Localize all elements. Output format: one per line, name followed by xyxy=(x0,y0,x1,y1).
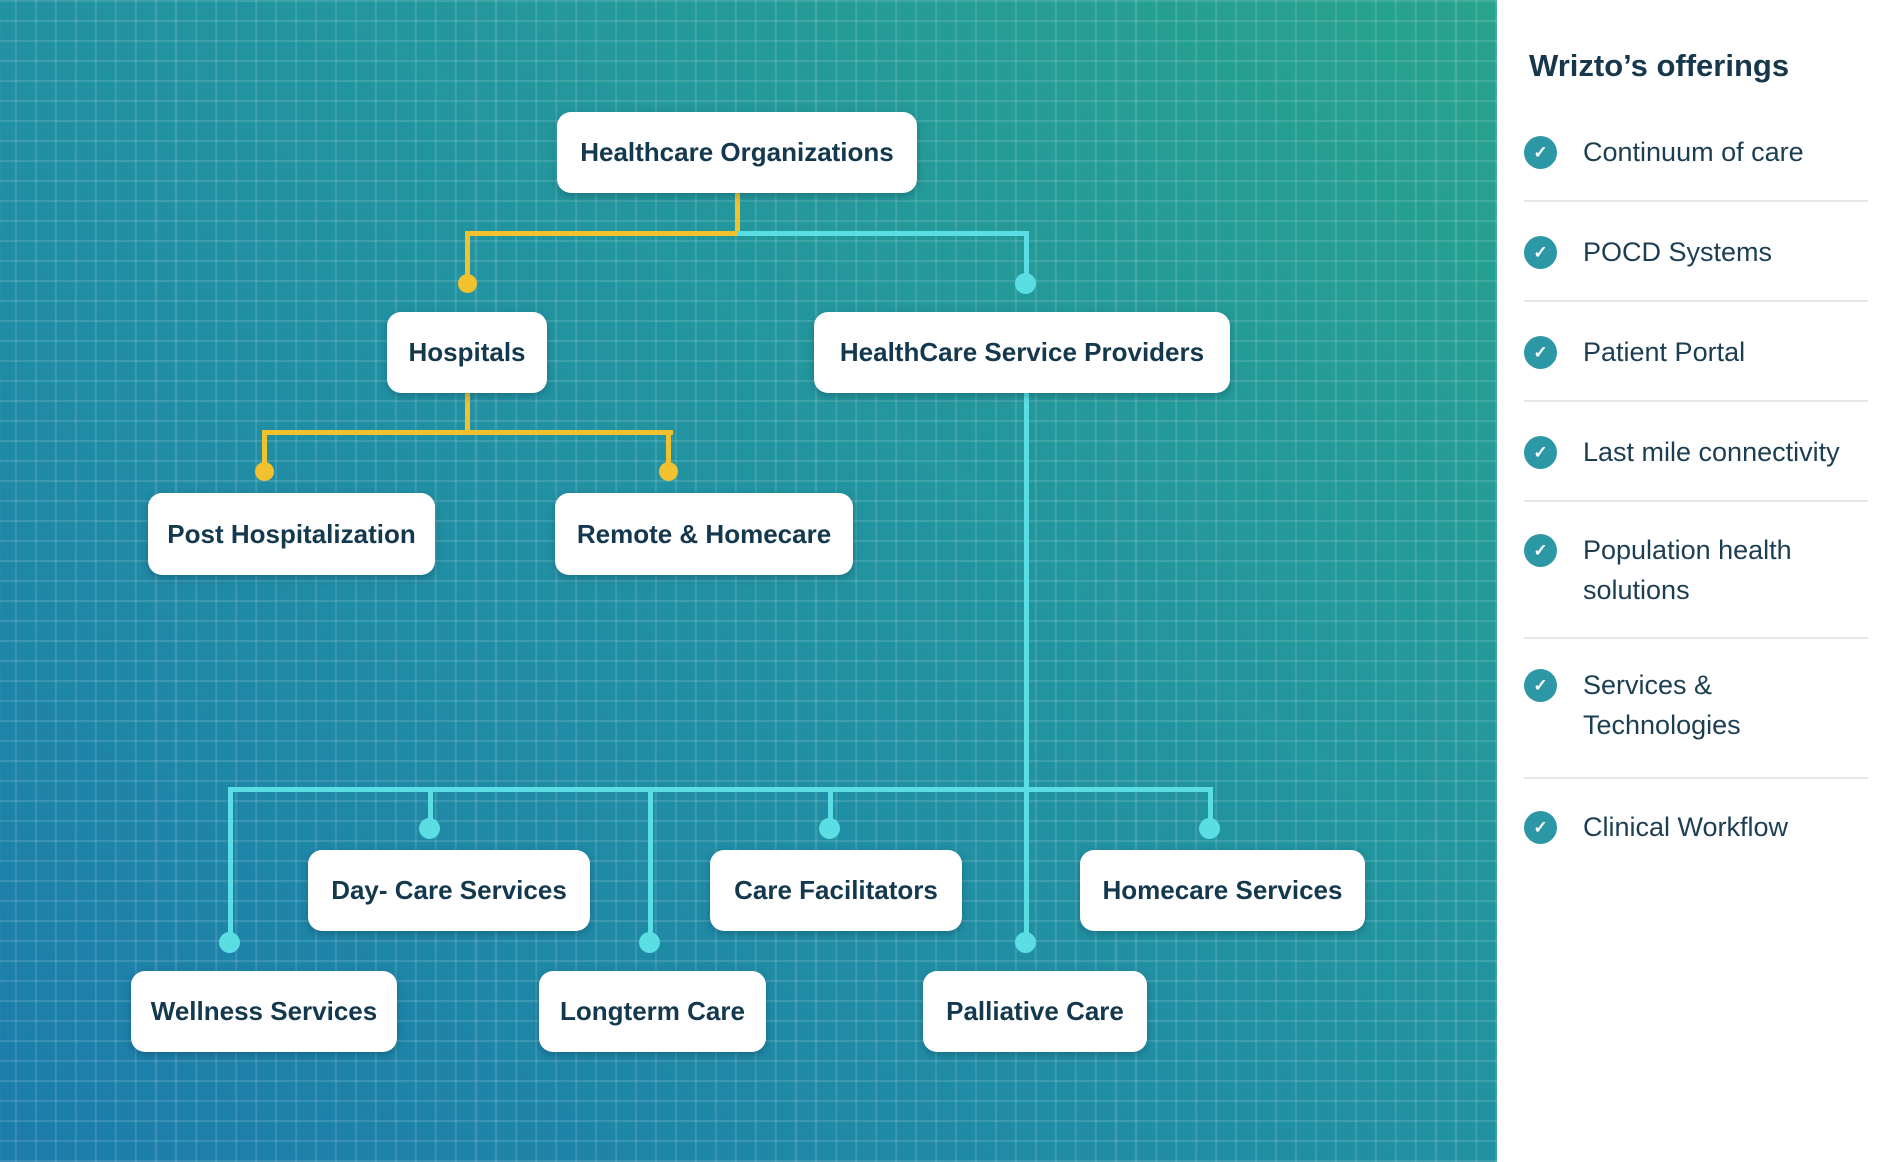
node-homecare-services: Homecare Services xyxy=(1080,850,1365,931)
node-remote-homecare: Remote & Homecare xyxy=(555,493,853,575)
sidebar-divider xyxy=(1524,200,1868,202)
providers-branch-dot xyxy=(1015,273,1036,294)
connector-longterm-drop xyxy=(648,787,653,937)
connector-providers-drop xyxy=(1024,231,1029,278)
node-hospitals: Hospitals xyxy=(387,312,547,393)
node-post-hospitalization: Post Hospitalization xyxy=(148,493,435,575)
node-longterm-care: Longterm Care xyxy=(539,971,766,1052)
offering-item-clinical-workflow: ✓ Clinical Workflow xyxy=(1524,807,1869,847)
offering-label: Continuum of care xyxy=(1583,137,1804,167)
palliative-care-dot xyxy=(1015,932,1036,953)
offering-label: Clinical Workflow xyxy=(1583,812,1789,842)
sidebar-title: Wrizto’s offerings xyxy=(1529,48,1790,83)
offering-label: Patient Portal xyxy=(1583,337,1746,367)
care-facilitators-dot xyxy=(819,818,840,839)
offering-item-population-health-solutions: ✓ Population health solutions xyxy=(1524,530,1869,610)
offering-item-patient-portal: ✓ Patient Portal xyxy=(1524,332,1869,372)
org-chart-canvas: Healthcare Organizations Hospitals Healt… xyxy=(0,0,1497,1162)
connector-root-to-providers xyxy=(737,231,1029,236)
sidebar-divider xyxy=(1524,777,1868,779)
offering-label: POCD Systems xyxy=(1583,237,1773,267)
offering-item-continuum-of-care: ✓ Continuum of care xyxy=(1524,132,1869,172)
connector-root-stub xyxy=(735,193,740,235)
check-icon: ✓ xyxy=(1524,436,1557,469)
hospitals-branch-dot xyxy=(458,274,477,293)
sidebar-divider xyxy=(1524,300,1868,302)
node-wellness-services: Wellness Services xyxy=(131,971,397,1052)
connector-hospitals-drop xyxy=(465,231,470,278)
homecare-services-dot xyxy=(1199,818,1220,839)
offering-label: Last mile connectivity xyxy=(1583,437,1840,467)
connector-daycare-drop xyxy=(428,787,433,823)
longterm-care-dot xyxy=(639,932,660,953)
check-icon: ✓ xyxy=(1524,136,1557,169)
offerings-sidebar: Wrizto’s offerings ✓ Continuum of care ✓… xyxy=(1497,0,1888,1162)
connector-providers-trunk xyxy=(1024,393,1029,937)
connector-root-to-hospitals xyxy=(465,231,740,236)
node-day-care-services: Day- Care Services xyxy=(308,850,590,931)
day-care-services-dot xyxy=(419,818,440,839)
check-icon: ✓ xyxy=(1524,336,1557,369)
connector-hospitals-stub xyxy=(465,393,470,435)
connector-carefacilitators-drop xyxy=(828,787,833,823)
wellness-services-dot xyxy=(219,932,240,953)
offering-item-services-technologies: ✓ Services & Technologies xyxy=(1524,665,1869,745)
sidebar-divider xyxy=(1524,500,1868,502)
connector-remote-drop xyxy=(666,430,671,466)
sidebar-divider xyxy=(1524,400,1868,402)
offering-item-pocd-systems: ✓ POCD Systems xyxy=(1524,232,1869,272)
node-healthcare-service-providers: HealthCare Service Providers xyxy=(814,312,1230,393)
check-icon: ✓ xyxy=(1524,534,1557,567)
check-icon: ✓ xyxy=(1524,669,1557,702)
offering-item-last-mile-connectivity: ✓ Last mile connectivity xyxy=(1524,432,1869,472)
remote-homecare-dot xyxy=(659,462,678,481)
offering-label: Services & Technologies xyxy=(1583,670,1741,740)
node-care-facilitators: Care Facilitators xyxy=(710,850,962,931)
connector-providers-children xyxy=(228,787,1213,792)
node-healthcare-organizations: Healthcare Organizations xyxy=(557,112,917,193)
sidebar-divider xyxy=(1524,637,1868,639)
connector-hospitals-children xyxy=(262,430,673,435)
check-icon: ✓ xyxy=(1524,811,1557,844)
connector-post-drop xyxy=(262,430,267,466)
node-palliative-care: Palliative Care xyxy=(923,971,1147,1052)
offering-label: Population health solutions xyxy=(1583,535,1792,605)
connector-wellness-drop xyxy=(228,787,233,937)
connector-homecare-drop xyxy=(1208,787,1213,823)
post-hospitalization-dot xyxy=(255,462,274,481)
check-icon: ✓ xyxy=(1524,236,1557,269)
